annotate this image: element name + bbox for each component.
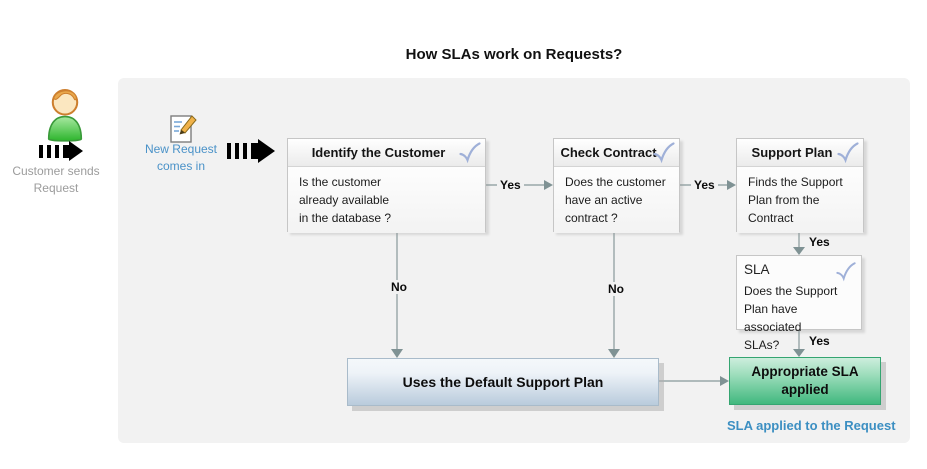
- label-no-identify-to-default: No: [388, 280, 410, 294]
- new-request-document-icon: [167, 111, 199, 150]
- request-flow-arrow-icon: [39, 141, 83, 161]
- page-title: How SLAs work on Requests?: [405, 46, 623, 63]
- node-sla-title: SLA: [744, 262, 770, 277]
- checkmark-icon: [458, 141, 482, 169]
- node-support-plan-title: Support Plan: [737, 139, 863, 167]
- node-identify-customer-body: Is the customer already available in the…: [288, 167, 485, 233]
- node-check-contract: Check Contract Does the customer have an…: [553, 138, 680, 233]
- incoming-flow-arrow-icon: [227, 139, 275, 163]
- label-no-contract-to-default: No: [605, 282, 627, 296]
- person-icon: [40, 87, 90, 147]
- node-sla: SLA Does the Support Plan have associate…: [736, 255, 862, 352]
- actor-label: Customer sends Request: [12, 164, 100, 196]
- node-identify-customer-title: Identify the Customer: [288, 139, 485, 167]
- checkmark-icon: [652, 141, 676, 169]
- incoming-request-label: New Request comes in: [144, 142, 218, 173]
- outcome-default-support-plan: Uses the Default Support Plan: [347, 358, 659, 406]
- node-identify-customer: Identify the Customer Is the customer al…: [287, 138, 486, 233]
- label-yes-contract-to-plan: Yes: [691, 178, 718, 192]
- outcome-appropriate-sla-applied: Appropriate SLA applied: [729, 357, 881, 405]
- node-check-contract-body: Does the customer have an active contrac…: [554, 167, 679, 233]
- label-yes-sla-to-applied: Yes: [809, 334, 830, 348]
- label-yes-identify-to-contract: Yes: [497, 178, 524, 192]
- node-support-plan-body: Finds the Support Plan from the Contract: [737, 167, 863, 233]
- node-support-plan: Support Plan Finds the Support Plan from…: [736, 138, 864, 233]
- checkmark-icon: [836, 141, 860, 169]
- node-check-contract-title: Check Contract: [554, 139, 679, 167]
- node-sla-body: Does the Support Plan have associated SL…: [744, 284, 838, 352]
- sla-applied-footer-note: SLA applied to the Request: [727, 418, 896, 433]
- label-yes-plan-to-sla: Yes: [809, 235, 830, 249]
- checkmark-icon: [835, 261, 857, 287]
